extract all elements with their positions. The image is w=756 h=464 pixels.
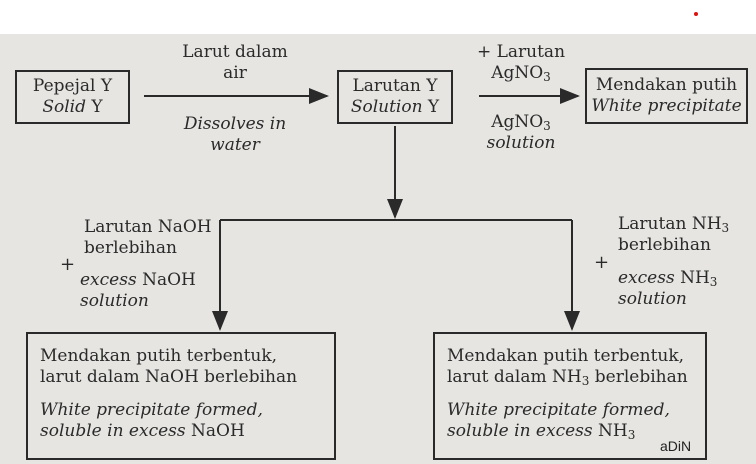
top-margin	[0, 0, 756, 34]
solid-y-box: Pepejal Y Solid Y	[15, 70, 130, 124]
naoh-result-english-1: White precipitate formed,	[40, 400, 263, 420]
naoh-reagent-english: excess NaOH solution	[80, 270, 196, 311]
nh3-reagent-malay: Larutan NH3 berlebihan	[618, 214, 730, 255]
agno3-english-label: AgNO3 solution	[486, 112, 556, 153]
nh3-result-box: Mendakan putih terbentuk, larut dalam NH…	[433, 332, 707, 460]
nh3-result-malay-1: Mendakan putih terbentuk,	[447, 346, 685, 366]
nh3-reagent-english: excess NH3 solution	[618, 268, 718, 309]
naoh-result-english-2: soluble in excess NaOH	[40, 421, 245, 441]
naoh-result-box: Mendakan putih terbentuk, larut dalam Na…	[26, 332, 336, 460]
red-dot-mark	[694, 12, 698, 16]
agno3-label: + Larutan AgNO3	[476, 42, 566, 84]
nh3-plus-sign: +	[594, 252, 610, 273]
solution-y-box: Larutan Y Solution Y	[337, 70, 453, 124]
naoh-reagent-malay: Larutan NaOH berlebihan	[84, 217, 212, 258]
nh3-result-malay-2: larut dalam NH3 berlebihan	[447, 367, 688, 388]
dissolve-malay-label: Larut dalam air	[182, 42, 288, 83]
solid-y-english: Solid Y	[42, 97, 103, 117]
signature-text: aDiN	[660, 438, 692, 454]
naoh-plus-sign: +	[60, 254, 76, 275]
flowchart-page: Pepejal Y Solid Y Larut dalam air Dissol…	[0, 34, 756, 464]
dissolve-english-label: Dissolves in water	[183, 114, 287, 155]
flowchart-arrows	[144, 88, 580, 331]
solution-y-english: Solution Y	[350, 97, 440, 117]
solution-y-malay: Larutan Y	[352, 76, 438, 96]
nh3-result-english-1: White precipitate formed,	[447, 400, 670, 420]
nh3-result-english-2: soluble in excess NH3	[447, 421, 636, 442]
white-precipitate-box: Mendakan putih White precipitate	[585, 68, 748, 124]
naoh-result-malay-1: Mendakan putih terbentuk,	[40, 346, 278, 366]
white-precipitate-malay: Mendakan putih	[595, 75, 738, 95]
white-precipitate-english: White precipitate	[591, 96, 742, 116]
naoh-result-malay-2: larut dalam NaOH berlebihan	[40, 367, 298, 387]
solid-y-malay: Pepejal Y	[32, 76, 113, 96]
